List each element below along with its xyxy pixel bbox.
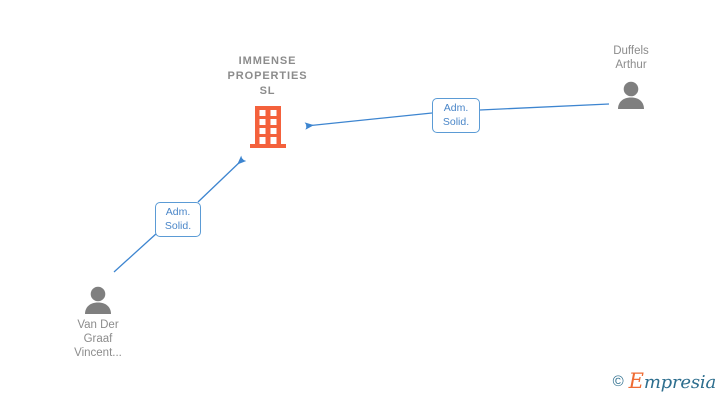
copyright-icon: © [612,373,624,390]
person-icon [85,286,111,314]
person-name-label: Van Der Graaf Vincent... [74,319,122,359]
person-icon-wrap [576,77,686,109]
brand-wordmark: Empresia [628,369,717,393]
brand-rest: mpresia [643,372,716,393]
person-icon [618,81,644,109]
empresia-watermark: © Empresia [612,369,717,393]
brand-initial: E [628,369,644,393]
building-icon [249,106,286,148]
person-node-van-der-graaf-vincent[interactable]: Van Der Graaf Vincent... [43,282,153,360]
company-icon-wrap [205,104,330,148]
company-name-label: IMMENSE PROPERTIES SL [227,55,308,97]
edge-label-duffels-arthur[interactable]: Adm. Solid. [432,98,480,133]
person-name-label: Duffels Arthur [613,45,649,71]
person-icon-wrap [43,282,153,314]
company-node-immense-properties-sl[interactable]: IMMENSE PROPERTIES SL [205,54,330,148]
edge-label-van-der-graaf-vincent[interactable]: Adm. Solid. [155,202,201,237]
person-node-duffels-arthur[interactable]: Duffels Arthur [576,44,686,109]
